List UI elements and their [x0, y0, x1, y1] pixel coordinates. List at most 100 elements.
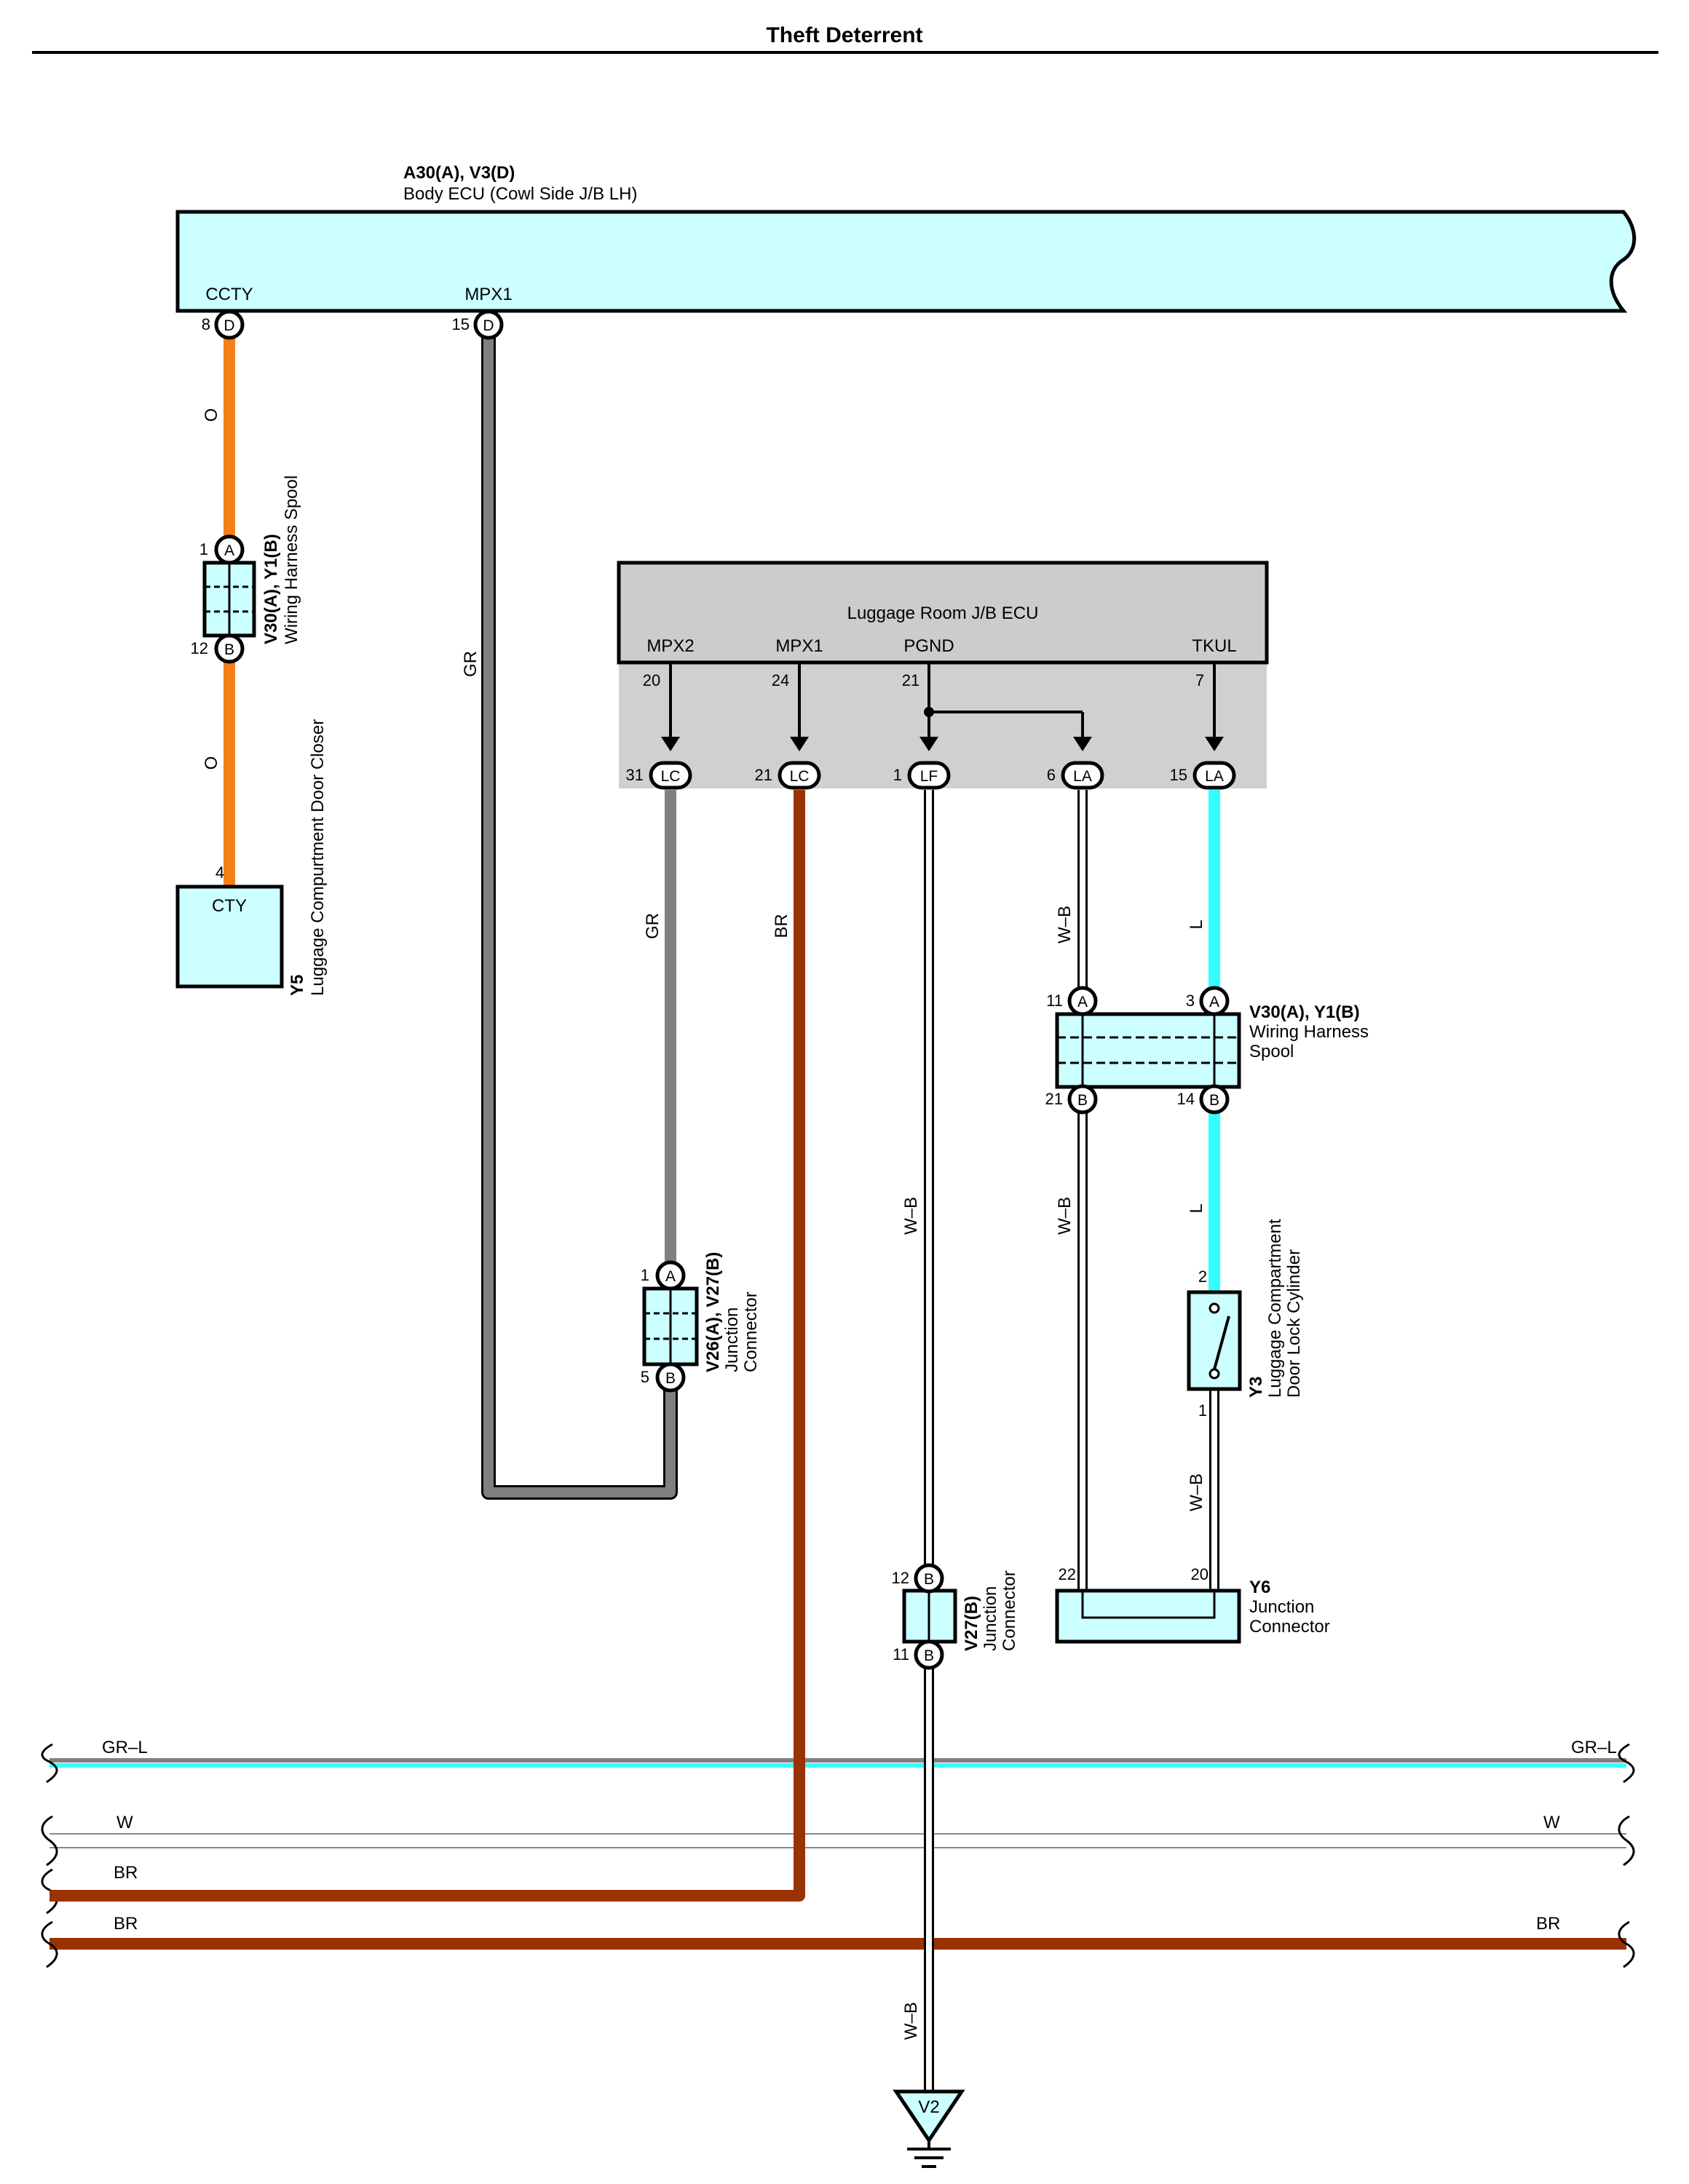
cylinder-pin-bottom: 1 [1198, 1401, 1207, 1420]
pin-ccty-conn: D [224, 317, 234, 334]
jc-y6-pin-22: 22 [1059, 1565, 1076, 1583]
wire-label-wb-la-upper: W–B [1055, 906, 1075, 943]
pin-mpx1-circle [473, 309, 504, 340]
jc-y6-pin-20: 20 [1191, 1565, 1209, 1583]
wire-brown-mpx1 [50, 790, 805, 1902]
spool-right-pin-b2-number: 14 [1177, 1090, 1195, 1108]
door-lock-cylinder-y3: 2 1 Y3 Luggage Compartment Door Lock Cyl… [1187, 1219, 1304, 1420]
jb-ecu-mpx1-label: MPX1 [775, 636, 823, 656]
cylinder-line1: Luggage Compartment [1265, 1219, 1285, 1398]
wire-color-labels: O O GR GR BR W–B W–B W–B W–B L L W–B [202, 408, 1206, 2040]
jb-ecu-inner-pin-tkul: 7 [1195, 671, 1204, 689]
jb-pin-1-number: 1 [893, 766, 902, 784]
bus-label-grl-left: GR–L [102, 1738, 148, 1757]
jc-v27-line1: Junction [981, 1586, 1000, 1651]
spool-left-conn-b: B [224, 641, 234, 658]
junction-connector-y6: 22 20 Y6 Junction Connector [1055, 1565, 1330, 1644]
bus-wires: GR–L GR–L W W BR BR BR [41, 1738, 1635, 1969]
spool-right-conn-b1: B [1077, 1092, 1088, 1109]
door-closer-y5: 4 CTY Y5 Luggage Compurtment Door Closer [175, 719, 328, 996]
door-closer-name: Luggage Compurtment Door Closer [308, 719, 328, 996]
jc-y6-code: Y6 [1249, 1578, 1270, 1597]
jb-ecu-arrowheads [661, 737, 1224, 751]
jc-y6-body [1055, 1588, 1241, 1644]
jb-ecu-mpx2-label: MPX2 [646, 636, 694, 656]
junction-connector-v26: 1 A 5 B V26(A), V27(B) Junction Connecto… [641, 1252, 761, 1393]
jb-ecu-inner-pin-pgnd: 21 [902, 671, 919, 689]
body-ecu-ccty-label: CCTY [205, 285, 253, 304]
jb-pin-6-conn: LA [1073, 768, 1092, 785]
pin-ccty-circle [214, 309, 245, 340]
jb-ecu-pgnd-label: PGND [903, 636, 954, 656]
spool-right-pin-b2 [1199, 1084, 1230, 1115]
jc-v27-pin-b-number: 11 [893, 1645, 909, 1663]
door-closer-terminal: CTY [212, 896, 247, 916]
jb-pin-6-oval [1061, 761, 1104, 790]
spool-right-conn-a2: A [1209, 994, 1219, 1010]
cylinder-pin-top: 2 [1198, 1267, 1207, 1286]
wire-label-wb-la-lower: W–B [1055, 1197, 1075, 1235]
jc-y6-line2: Connector [1249, 1617, 1330, 1637]
jb-pin-21-conn: LC [790, 768, 810, 785]
wire-label-gr-jb: GR [643, 913, 662, 939]
pin-mpx1-number: 15 [452, 315, 470, 333]
wire-label-o-upper: O [202, 408, 221, 422]
wire-label-o-lower: O [202, 756, 221, 770]
pgnd-junction-dot [924, 707, 934, 717]
wire-label-l-lower: L [1187, 1203, 1206, 1213]
jb-ecu: Luggage Room J/B ECU MPX2 MPX1 PGND TKUL… [617, 561, 1269, 788]
pin-ccty-number: 8 [202, 315, 210, 333]
jc-v26-line1: Junction [722, 1307, 742, 1372]
jc-v26-pin-b [655, 1362, 686, 1393]
bus-label-br-lower-right: BR [1536, 1914, 1560, 1934]
spool-right-pin-a1-number: 11 [1046, 992, 1063, 1010]
spool-left-pin-b-number: 12 [191, 639, 208, 657]
jb-pin-15-number: 15 [1170, 766, 1187, 784]
wire-label-l-upper: L [1187, 919, 1206, 929]
wire-label-wb-ground: W–B [901, 2002, 921, 2040]
bus-label-br-upper: BR [114, 1863, 138, 1883]
jc-v26-conn-a: A [665, 1268, 676, 1285]
spool-left-name: Wiring Harness Spool [282, 475, 301, 644]
jb-ecu-box [617, 561, 1269, 665]
body-ecu-pins: 8 D 15 D [202, 309, 504, 340]
jb-ecu-inner-pin-mpx2: 20 [643, 671, 660, 689]
spool-left-pin-a-number: 1 [199, 540, 208, 558]
spool-right: 11 A 3 A 21 B 14 B V30(A), Y1(B) Wiring … [1045, 986, 1369, 1115]
jc-v27-line2: Connector [1000, 1570, 1019, 1651]
bus-label-w-left: W [116, 1813, 133, 1832]
body-ecu: A30(A), V3(D) Body ECU (Cowl Side J/B LH… [175, 163, 1637, 313]
page-title: Theft Deterrent [766, 23, 922, 47]
cylinder-contact-top [1209, 1302, 1220, 1314]
jb-pin-31-oval [649, 761, 692, 790]
wires [50, 325, 1220, 2095]
spool-left-pin-b [214, 633, 245, 664]
jc-v26-code: V26(A), V27(B) [703, 1252, 723, 1372]
jb-ecu-tkul-label: TKUL [1192, 636, 1236, 656]
spool-right-line2: Spool [1249, 1042, 1294, 1061]
wire-label-wb-pgnd: W–B [901, 1197, 921, 1235]
jb-pin-1-oval [907, 761, 951, 790]
junction-connector-v27: 12 B 11 B V27(B) Junction Connector [892, 1563, 1019, 1670]
ground-v2: V2 [893, 2089, 965, 2168]
wire-label-br: BR [772, 914, 791, 938]
jc-v26-pin-a-number: 1 [641, 1266, 649, 1284]
spool-right-line1: Wiring Harness [1249, 1022, 1369, 1042]
body-ecu-name: Body ECU (Cowl Side J/B LH) [403, 184, 637, 204]
spool-right-pin-a2-number: 3 [1186, 992, 1195, 1010]
spool-left-pin-a [214, 534, 245, 565]
body-ecu-code: A30(A), V3(D) [403, 163, 515, 183]
wire-gray-mpx1 [483, 325, 676, 1497]
jc-y6-bridge [1081, 1591, 1216, 1619]
spool-right-pin-a1 [1067, 986, 1098, 1016]
jb-ecu-inner-pin-mpx1: 24 [772, 671, 789, 689]
cylinder-switch-blade [1213, 1315, 1230, 1370]
jc-y6-line1: Junction [1249, 1597, 1314, 1617]
pin-mpx1-conn: D [483, 317, 494, 334]
jb-pin-31-conn: LC [661, 768, 681, 785]
spool-left-conn-a: A [224, 542, 234, 559]
spool-right-code: V30(A), Y1(B) [1249, 1002, 1360, 1022]
jb-pin-31-number: 31 [626, 766, 644, 784]
spool-left-code: V30(A), Y1(B) [261, 534, 281, 644]
